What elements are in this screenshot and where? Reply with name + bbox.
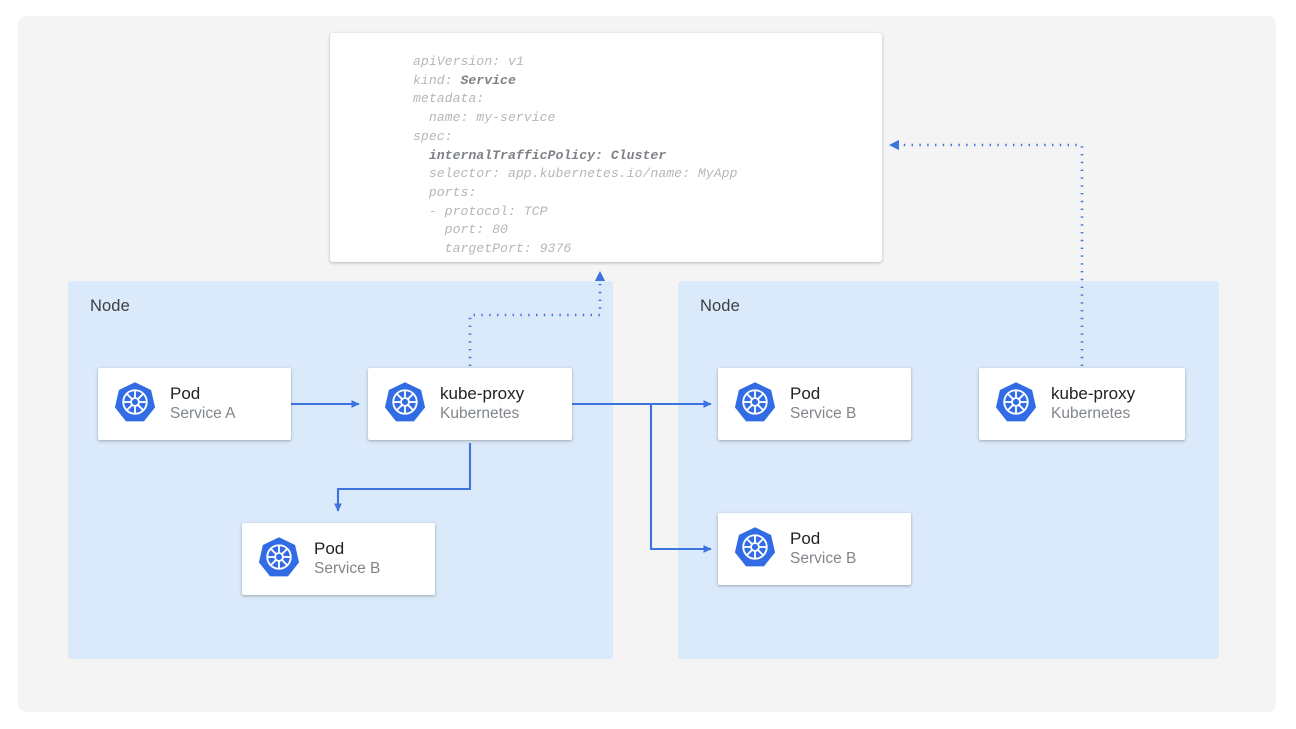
card-pod-service-b-local[interactable]: Pod Service B: [242, 523, 435, 595]
service-manifest-card: apiVersion: v1 kind: Service metadata: n…: [330, 33, 882, 262]
kubernetes-icon: [258, 536, 300, 583]
card-kube-proxy-left[interactable]: kube-proxy Kubernetes: [368, 368, 572, 440]
card-kube-proxy-right[interactable]: kube-proxy Kubernetes: [979, 368, 1185, 440]
kubernetes-icon: [995, 381, 1037, 428]
card-title: kube-proxy: [440, 384, 525, 404]
card-subtitle: Service B: [790, 549, 857, 567]
card-pod-service-a[interactable]: Pod Service A: [98, 368, 291, 440]
card-title: Pod: [170, 384, 201, 404]
kubernetes-icon: [114, 381, 156, 428]
node-region-right: Node: [678, 281, 1219, 659]
kubernetes-icon: [734, 526, 776, 573]
node-label-right: Node: [700, 297, 740, 315]
card-subtitle: Kubernetes: [440, 404, 520, 422]
card-subtitle: Service B: [790, 404, 857, 422]
card-subtitle: Service B: [314, 559, 381, 577]
card-title: Pod: [790, 529, 821, 549]
kubernetes-icon: [384, 381, 426, 428]
kubernetes-icon: [734, 381, 776, 428]
card-pod-service-b-remote-1[interactable]: Pod Service B: [718, 368, 911, 440]
card-title: Pod: [314, 539, 345, 559]
card-title: Pod: [790, 384, 821, 404]
card-title: kube-proxy: [1051, 384, 1136, 404]
node-label-left: Node: [90, 297, 130, 315]
node-region-left: Node: [68, 281, 613, 659]
service-manifest-code: apiVersion: v1 kind: Service metadata: n…: [413, 54, 738, 257]
card-subtitle: Kubernetes: [1051, 404, 1131, 422]
card-pod-service-b-remote-2[interactable]: Pod Service B: [718, 513, 911, 585]
card-subtitle: Service A: [170, 404, 236, 422]
